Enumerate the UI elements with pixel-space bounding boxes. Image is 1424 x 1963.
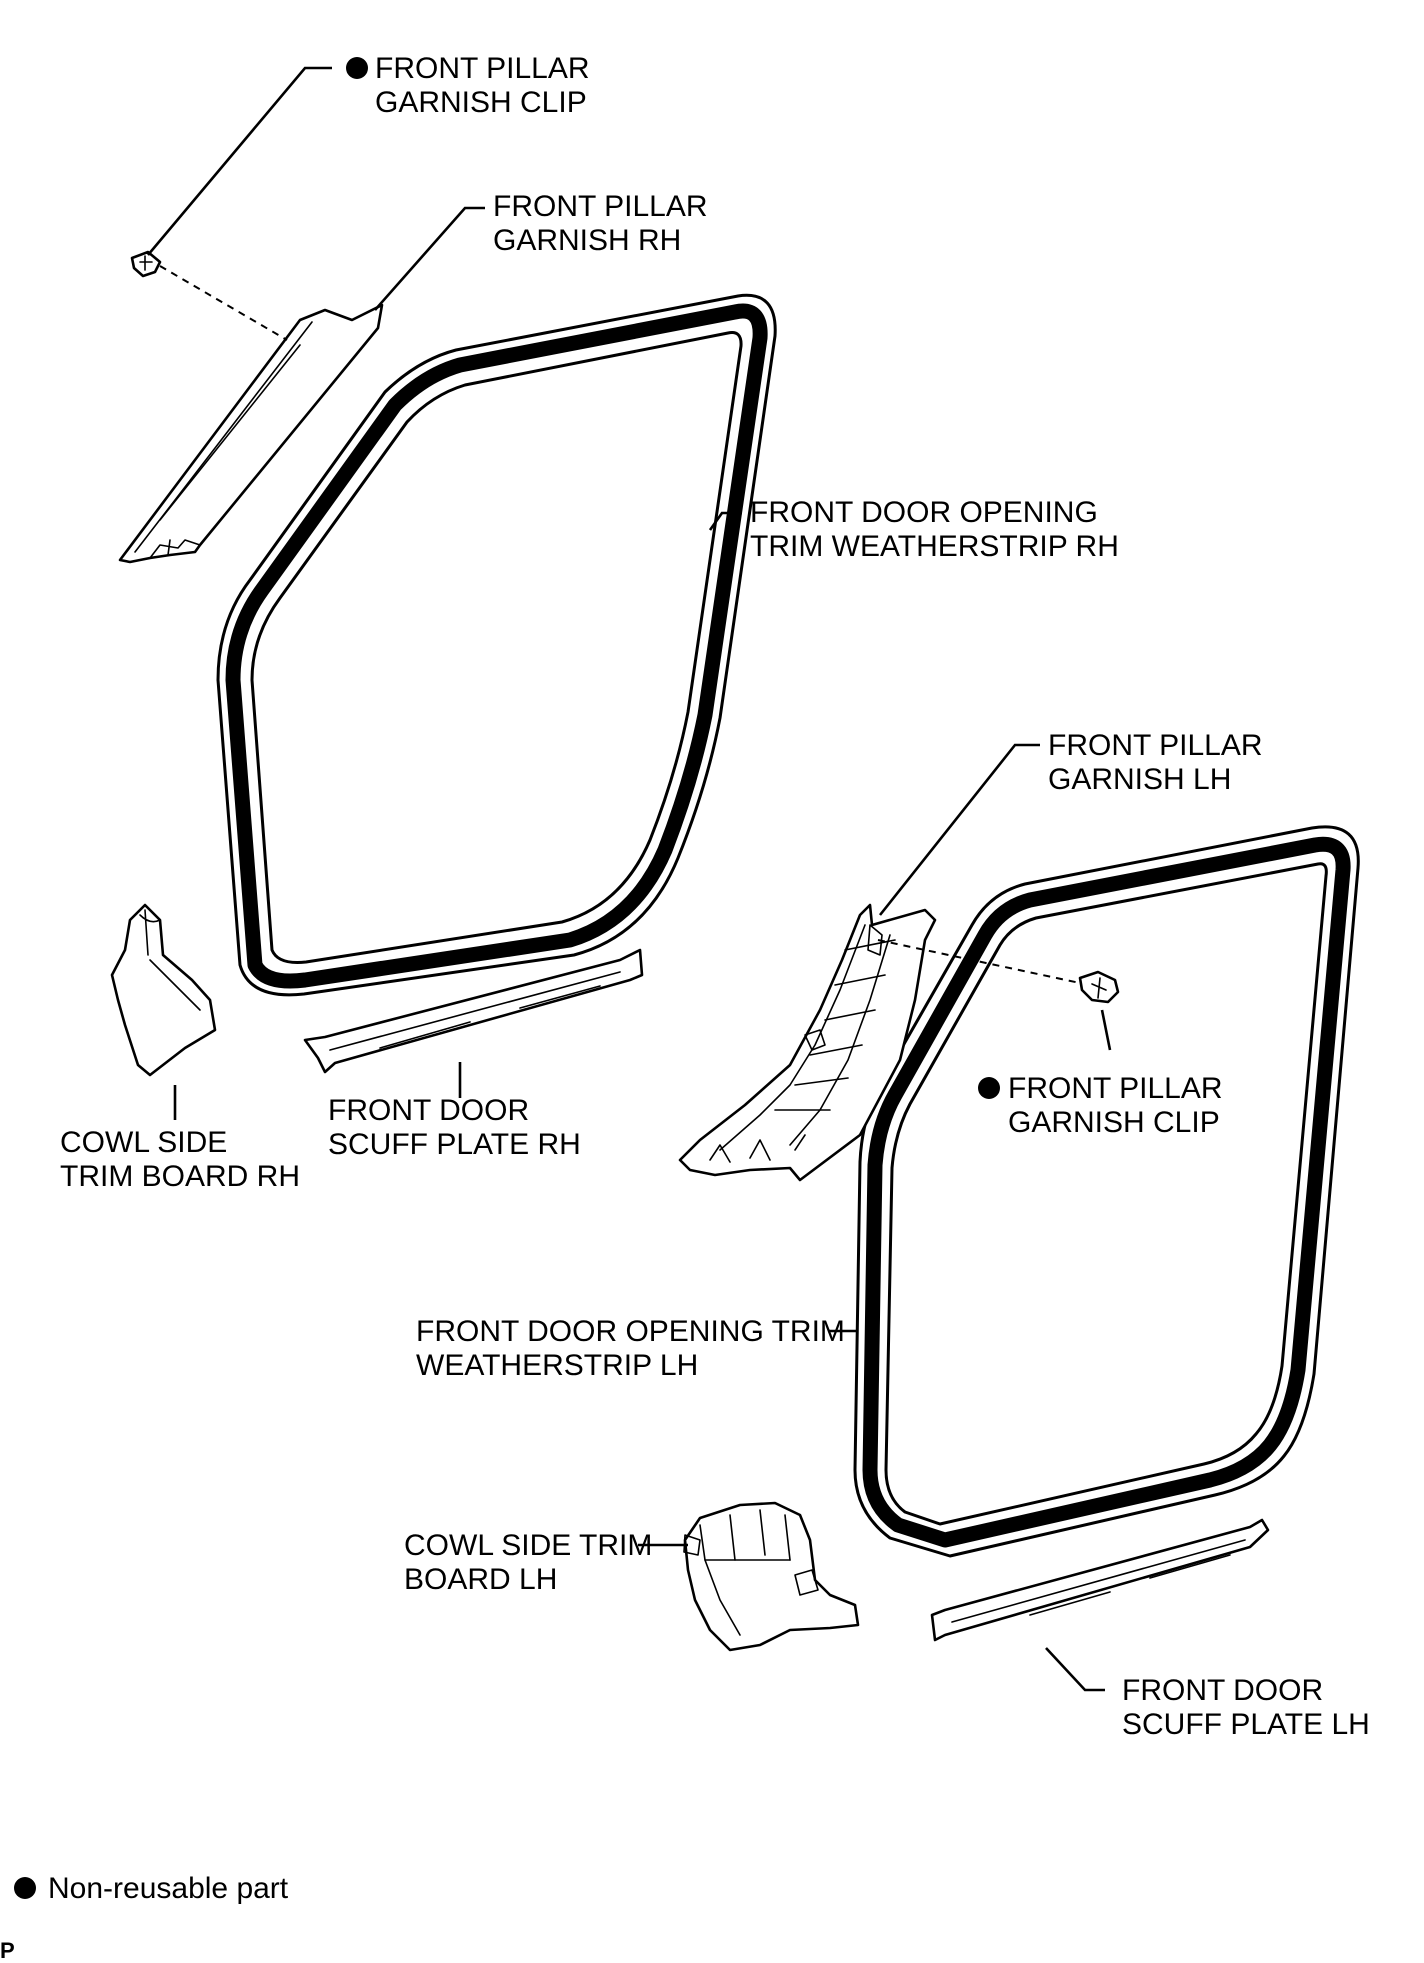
non-reusable-marker-mid (978, 1077, 1000, 1099)
front-pillar-garnish-rh (118, 303, 384, 564)
label-garnish-rh: FRONT PILLAR GARNISH RH (493, 190, 716, 257)
front-door-opening-trim-weatherstrip-rh (216, 293, 777, 997)
clip-lh-dashed-guide (877, 939, 1081, 984)
front-pillar-garnish-clip-rh (130, 250, 162, 278)
front-door-opening-trim-weatherstrip-lh (853, 825, 1360, 1558)
label-clip-mid: FRONT PILLAR GARNISH CLIP (1008, 1072, 1231, 1139)
label-clip-top: FRONT PILLAR GARNISH CLIP (375, 52, 598, 119)
label-scuff-lh: FRONT DOOR SCUFF PLATE LH (1122, 1674, 1370, 1741)
front-pillar-garnish-lh (678, 903, 937, 1182)
cowl-side-trim-board-lh (683, 1501, 860, 1652)
clip-rh-dashed-guide (159, 265, 288, 341)
cowl-side-trim-board-rh (110, 903, 217, 1077)
front-door-scuff-plate-rh (303, 948, 644, 1074)
label-garnish-lh: FRONT PILLAR GARNISH LH (1048, 729, 1271, 796)
non-reusable-marker-top (346, 57, 368, 79)
front-pillar-garnish-clip-lh (1078, 970, 1120, 1004)
label-weatherstrip-lh: FRONT DOOR OPENING TRIM WEATHERSTRIP LH (416, 1315, 853, 1382)
label-cowl-rh: COWL SIDE TRIM BOARD RH (60, 1126, 300, 1193)
corner-code: P (0, 1938, 15, 1963)
non-reusable-marker-legend (14, 1877, 36, 1899)
label-weatherstrip-rh: FRONT DOOR OPENING TRIM WEATHERSTRIP RH (750, 496, 1119, 563)
front-door-scuff-plate-lh (930, 1518, 1270, 1642)
leader-lines (147, 66, 1112, 1692)
label-cowl-lh: COWL SIDE TRIM BOARD LH (404, 1529, 661, 1596)
legend-non-reusable: Non-reusable part (48, 1872, 289, 1905)
label-scuff-rh: FRONT DOOR SCUFF PLATE RH (328, 1094, 581, 1161)
